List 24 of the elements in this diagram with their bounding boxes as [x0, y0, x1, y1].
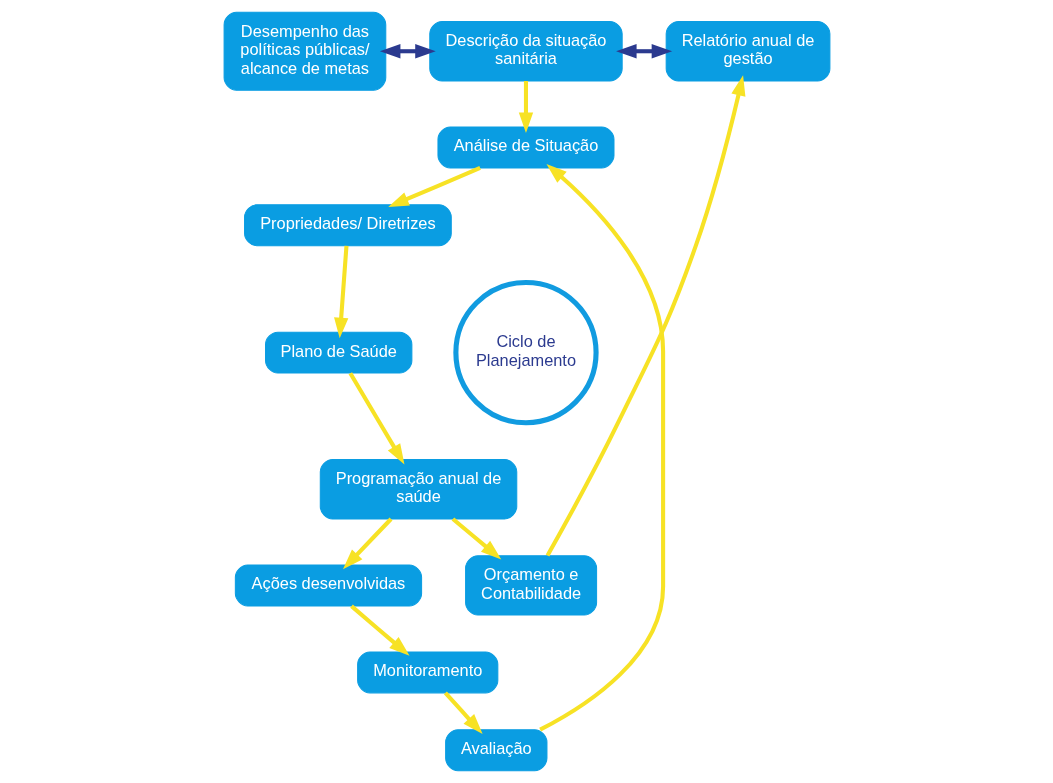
- arrow: [379, 44, 436, 59]
- node-box: Plano de Saúde: [264, 331, 412, 374]
- node-box: Avaliação: [444, 729, 547, 772]
- arrow: [545, 75, 745, 557]
- node-box: Propriedades/ Diretrizes: [243, 204, 452, 247]
- arrow: [387, 166, 481, 208]
- node-circle: Ciclo de Planejamento: [452, 279, 599, 426]
- node-box: Análise de Situação: [436, 126, 614, 169]
- arrow: [333, 245, 348, 339]
- arrow: [443, 691, 483, 735]
- arrow: [451, 517, 501, 560]
- node-box: Ações desenvolvidas: [234, 564, 422, 607]
- arrow: [615, 44, 672, 59]
- node-box: Descrição da situação sanitária: [428, 21, 623, 82]
- arrow: [349, 604, 410, 656]
- node-box: Relatório anual de gestão: [665, 21, 830, 82]
- node-box: Desempenho das políticas públicas/ alcance de metas: [223, 11, 386, 91]
- node-box: Orçamento e Contabilidade: [464, 555, 597, 616]
- node-box: Programação anual de saúde: [319, 459, 517, 520]
- arrow: [518, 81, 533, 133]
- node-box: Monitoramento: [356, 651, 498, 694]
- arrow: [342, 517, 392, 570]
- arrow: [538, 163, 665, 732]
- arrow: [348, 372, 404, 465]
